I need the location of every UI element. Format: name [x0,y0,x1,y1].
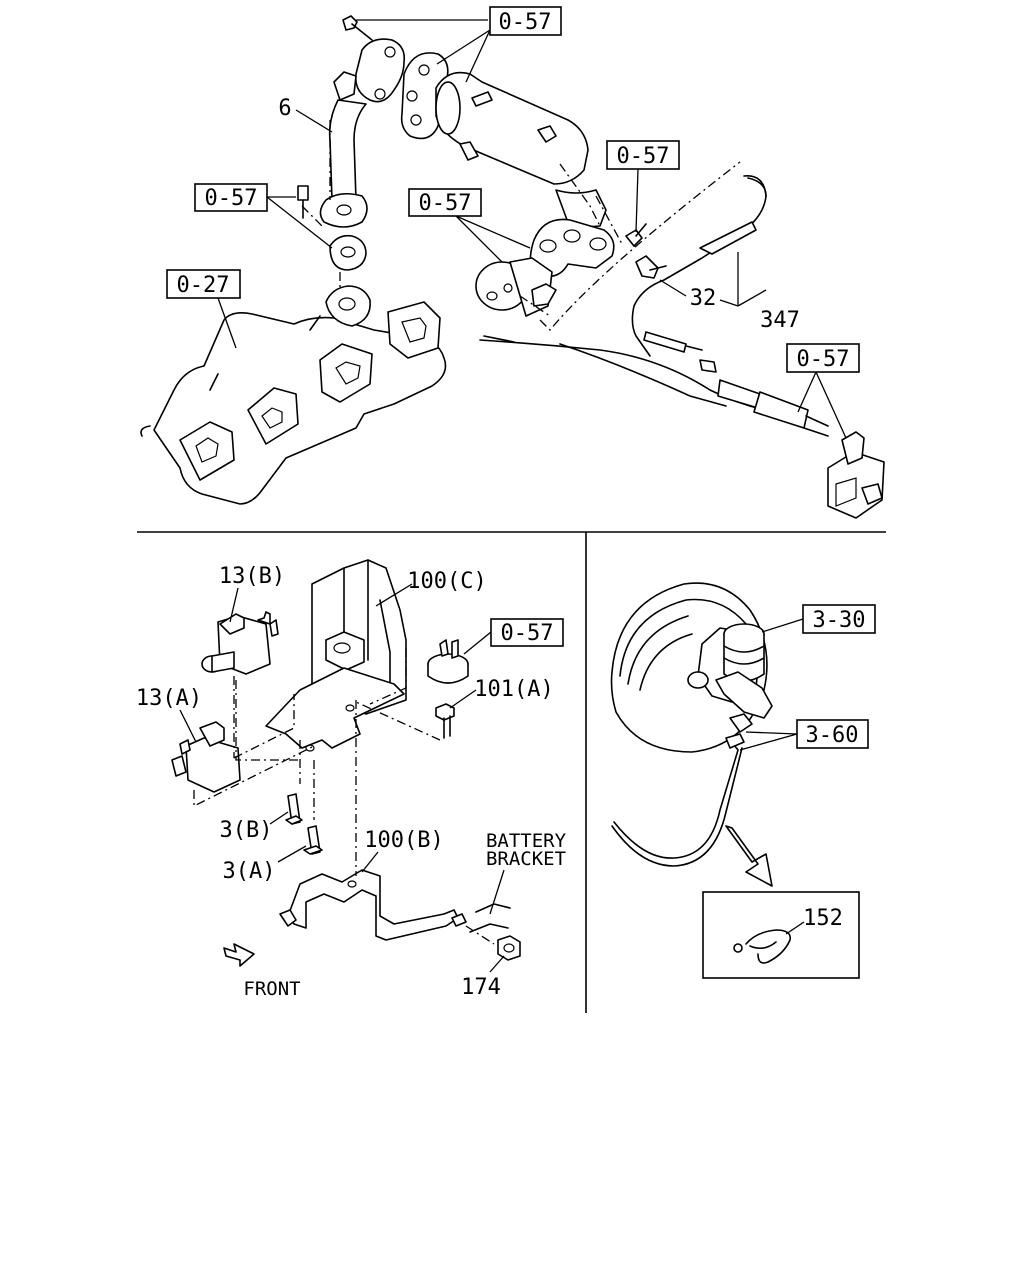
sensor-harness-right [479,175,829,437]
callout-13a: 13(A) [136,686,202,743]
svg-text:174: 174 [461,975,501,1000]
vacuum-pump [610,582,773,753]
svg-text:100(C): 100(C) [407,569,486,594]
svg-text:0-57: 0-57 [499,10,552,35]
svg-text:32: 32 [690,286,717,311]
callout-6: 6 [278,96,333,133]
clip-detail-box [702,891,860,979]
svg-text:3(A): 3(A) [223,859,276,884]
svg-text:347: 347 [760,308,800,333]
vacuum-switching-valve-top [827,431,885,519]
callout-100c: 100(C) [375,569,487,607]
egr-valve [475,257,557,317]
bolt-3b [285,793,303,825]
svg-text:101(A): 101(A) [474,677,553,702]
solenoid-13b [201,611,279,675]
callout-0-57-bottom: 0-57 [463,618,564,655]
callout-32: 32 [659,279,739,311]
battery-bracket-ref [451,903,511,933]
bolt-101a [435,703,455,739]
svg-text:3-30: 3-30 [813,608,866,633]
vacuum-hose [611,733,745,867]
callout-13b: 13(B) [219,564,285,623]
callout-347: 347 [737,252,800,333]
svg-text:6: 6 [278,96,291,121]
callout-3b: 3(B) [220,811,289,843]
svg-text:100(B): 100(B) [364,828,443,853]
svg-text:0-57: 0-57 [617,144,670,169]
hose-detail-arrow [725,825,773,887]
front-arrow-icon [223,943,255,967]
svg-text:BRACKET: BRACKET [486,848,566,870]
svg-text:3-60: 3-60 [806,723,859,748]
exhaust-manifold [140,285,447,505]
callout-battery-bracket: BATTERY BRACKET [486,830,567,915]
callout-100b: 100(B) [361,828,444,873]
gasket-mid [329,234,367,271]
callout-3-60: 3-60 [739,719,869,751]
callout-101a: 101(A) [449,677,554,709]
svg-text:152: 152 [803,906,843,931]
bolt-mid-left [297,185,309,219]
svg-text:BATTERY: BATTERY [486,830,567,852]
callout-0-57-mid: 0-57 [408,188,531,263]
solenoid-13a [171,721,241,793]
egr-cooler [435,71,607,229]
svg-text:3(B): 3(B) [220,818,273,843]
gasket-lower-right [529,218,615,278]
nut-174 [497,935,521,961]
egr-pipe-6 [319,15,406,228]
bracket-100b [279,869,459,941]
callout-0-57-top: 0-57 [356,6,562,83]
callout-3-30: 3-30 [761,604,876,634]
front-arrow: FRONT [223,943,301,1000]
callout-152: 152 [785,906,843,935]
svg-text:13(A): 13(A) [136,686,202,711]
bolt-right-cooler [625,223,647,247]
svg-text:FRONT: FRONT [243,978,300,1000]
sensor-top-bracket [427,639,469,684]
svg-text:0-27: 0-27 [177,273,230,298]
callout-3a: 3(A) [223,845,307,884]
svg-text:0-57: 0-57 [501,621,554,646]
callout-0-57-left: 0-57 [194,183,333,249]
callout-0-57-far-right: 0-57 [786,343,860,439]
svg-text:0-57: 0-57 [205,186,258,211]
bolt-3a [303,825,323,855]
bracket-100c [265,559,407,752]
callout-0-27: 0-27 [166,269,241,349]
svg-text:0-57: 0-57 [797,347,850,372]
svg-text:13(B): 13(B) [219,564,285,589]
svg-text:0-57: 0-57 [419,191,472,216]
callout-174: 174 [461,955,505,1000]
callout-0-57-right: 0-57 [606,140,680,233]
